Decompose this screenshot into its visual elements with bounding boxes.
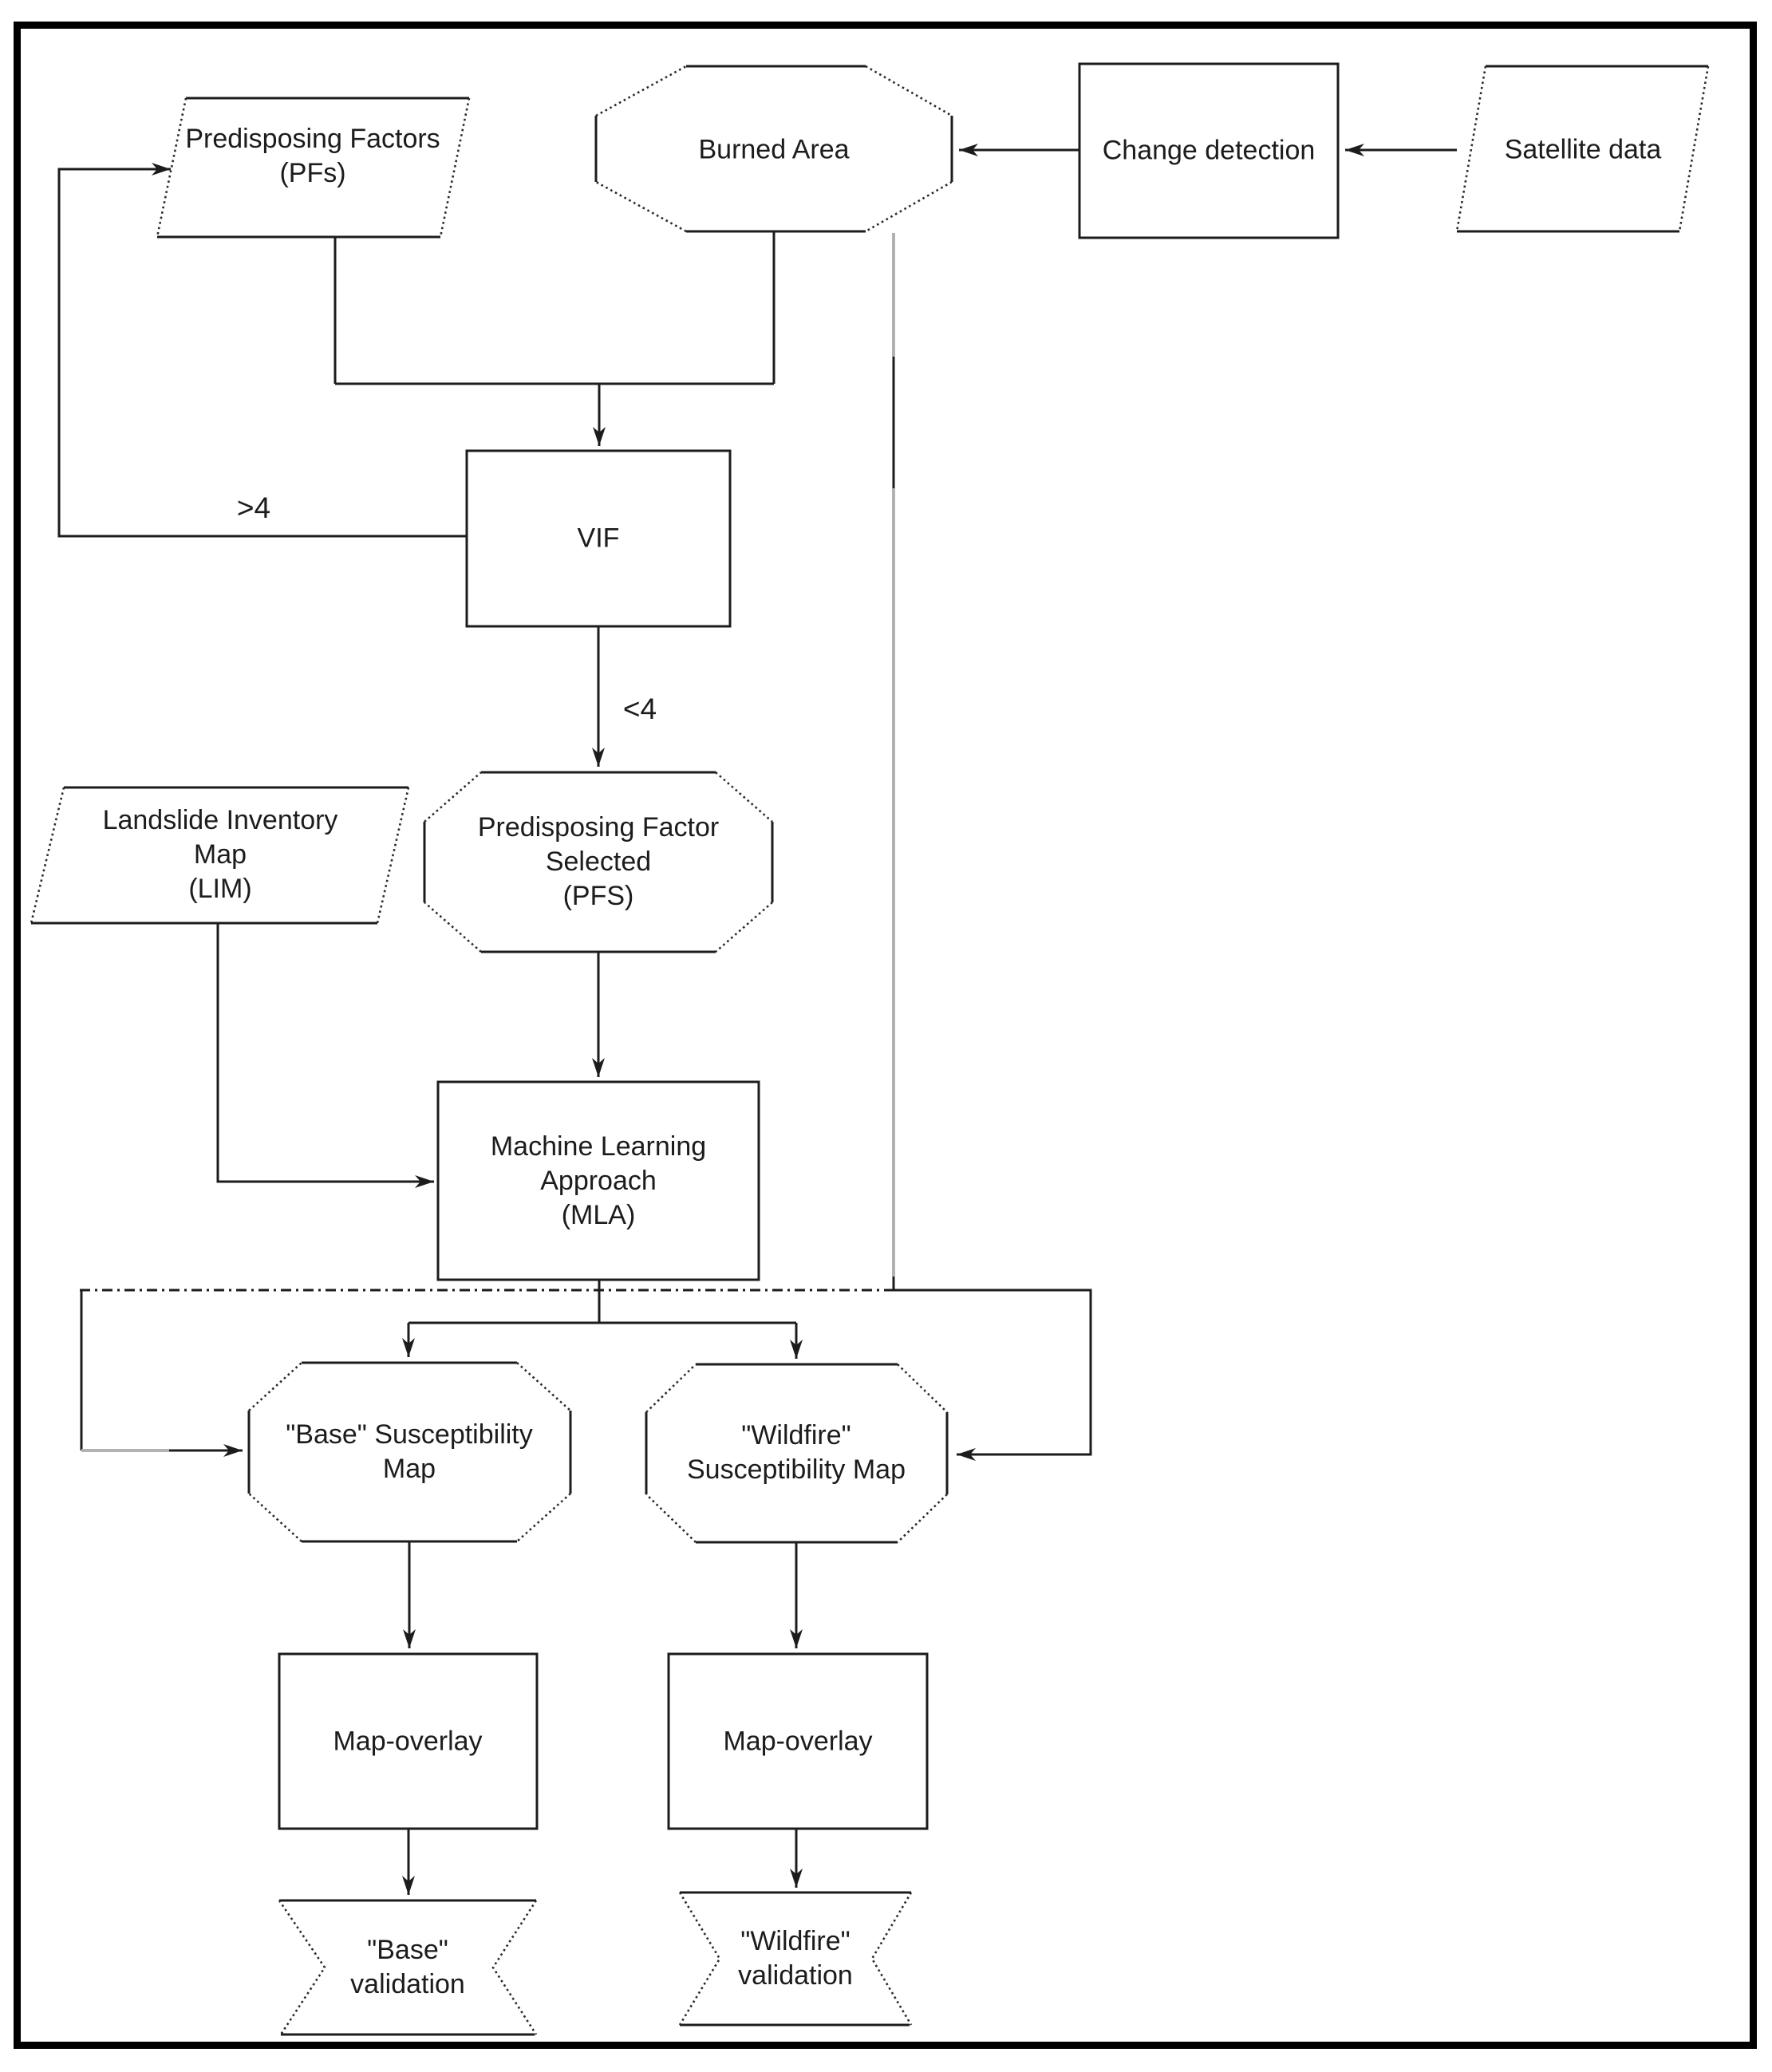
node-map-overlay-base-label: Map-overlay xyxy=(333,1726,483,1757)
node-base-map-label: "Base" Susceptibility Map xyxy=(286,1419,533,1484)
node-wildfire-validation-label: "Wildfire" validation xyxy=(738,1926,853,1991)
edge-lim-to-mla xyxy=(216,923,434,1188)
edge-label-less-than-4: <4 xyxy=(622,693,657,725)
node-wildfire-validation-shape xyxy=(678,1891,913,2027)
edge-label-greater-than-4: >4 xyxy=(236,491,271,524)
node-map-overlay-wildfire-label: Map-overlay xyxy=(723,1726,873,1757)
node-vif-label: VIF xyxy=(577,523,620,554)
node-wildfire-map-label: "Wildfire" Susceptibility Map xyxy=(686,1420,906,1485)
node-map-overlay-wildfire-shape xyxy=(667,1652,929,1830)
node-burned-area-label: Burned Area xyxy=(698,134,850,165)
edge-burned-area-to-wildfire-map xyxy=(892,1277,1092,1461)
node-change-detection-label: Change detection xyxy=(1102,135,1316,166)
node-satellite-data-shape xyxy=(1455,65,1710,233)
node-map-overlay-base-shape xyxy=(278,1652,539,1830)
node-lim-label: Landslide Inventory Map (LIM) xyxy=(102,804,338,904)
node-mla-shape xyxy=(436,1080,760,1281)
node-wildfire-map-shape xyxy=(645,1363,949,1544)
figure-border xyxy=(14,22,1757,2049)
node-mla-label: Machine Learning Approach (MLA) xyxy=(490,1131,707,1230)
node-burned-area-shape xyxy=(594,65,953,233)
node-pfs-selected-shape xyxy=(423,771,774,953)
node-base-map-shape xyxy=(247,1361,572,1543)
node-vif-shape xyxy=(465,449,732,628)
edge-vif-loop-to-pfs xyxy=(57,163,467,538)
node-satellite-data-label: Satellite data xyxy=(1504,134,1662,165)
node-predisposing-factors-label: Predisposing Factors (PFs) xyxy=(185,124,440,188)
node-lim-shape xyxy=(30,786,410,925)
node-pfs-selected-label: Predisposing Factor Selected (PFS) xyxy=(477,811,720,911)
node-base-validation-shape xyxy=(278,1899,538,2036)
node-change-detection-shape xyxy=(1078,62,1340,239)
node-base-validation-label: "Base" validation xyxy=(350,1935,465,1999)
node-predisposing-factors-shape xyxy=(156,97,471,239)
